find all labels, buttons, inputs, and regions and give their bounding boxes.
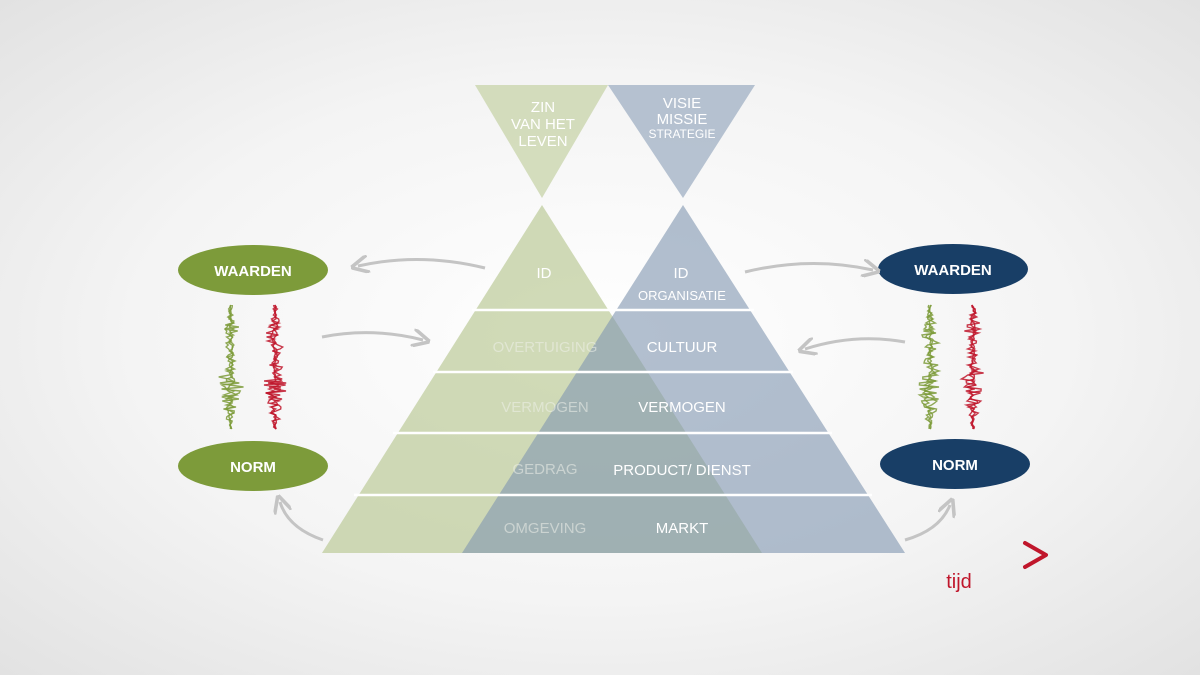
arrow-id-to-left-waarden — [358, 259, 486, 268]
left-norm-label: NORM — [230, 459, 276, 476]
personal-funnel-line-3: LEVEN — [518, 133, 567, 150]
organisation-level-markt: MARKT — [656, 520, 709, 537]
right-red-scribble — [959, 304, 984, 430]
organisation-funnel-line-2: MISSIE — [657, 111, 708, 128]
personal-level-overtuiging: OVERTUIGING — [493, 339, 598, 356]
right-waarden-label: WAARDEN — [914, 262, 992, 279]
organisation-funnel-line-3: STRATEGIE — [648, 127, 715, 141]
arrow-left-to-pyramid — [321, 333, 423, 340]
organisation-level-product-dienst: PRODUCT/ DIENST — [613, 462, 751, 479]
right-norm-label: NORM — [932, 457, 978, 474]
arrow-right-to-pyramid — [805, 339, 906, 349]
personal-level-id: ID — [537, 265, 552, 282]
left-waarden-label: WAARDEN — [214, 263, 292, 280]
organisation-level-cultuur: CULTUUR — [647, 339, 718, 356]
personal-funnel-line-2: VAN HET — [511, 116, 575, 133]
time-axis-arrowhead — [1023, 541, 1048, 569]
personal-level-gedrag: GEDRAG — [512, 461, 577, 478]
personal-level-omgeving: OMGEVING — [504, 520, 587, 537]
organisation-funnel — [608, 85, 755, 198]
scribble-stroke — [263, 304, 287, 430]
organisation-level-vermogen: VERMOGEN — [638, 399, 726, 416]
arrow-pyramid-base-to-right-norm — [904, 505, 950, 542]
left-red-scribble — [263, 304, 287, 430]
organisation-pyramid — [462, 205, 905, 553]
pyramid-level-dividers — [354, 308, 872, 497]
right-green-scribble — [917, 304, 942, 430]
right-norm-oval — [880, 439, 1030, 489]
left-norm-oval — [178, 441, 328, 491]
personal-funnel-line-1: ZIN — [531, 99, 555, 116]
organisation-funnel-line-1: VISIE — [663, 95, 701, 112]
right-waarden-oval — [878, 244, 1028, 294]
scribble-stroke — [959, 304, 984, 430]
scribble-stroke — [265, 304, 286, 430]
organisation-level-id: ID — [674, 265, 689, 282]
organisation-level-id-sub: ORGANISATIE — [638, 288, 726, 303]
scribble-stroke — [918, 304, 942, 429]
time-axis-label: tijd — [946, 571, 972, 593]
arrow-organisation-id-to-right-waarden — [744, 263, 873, 272]
personal-funnel — [475, 85, 608, 198]
personal-level-vermogen: VERMOGEN — [501, 399, 589, 416]
arrow-pyramid-base-to-left-norm — [280, 502, 324, 542]
left-waarden-oval — [178, 245, 328, 295]
scribble-stroke — [218, 304, 244, 430]
left-green-scribble — [218, 304, 244, 430]
